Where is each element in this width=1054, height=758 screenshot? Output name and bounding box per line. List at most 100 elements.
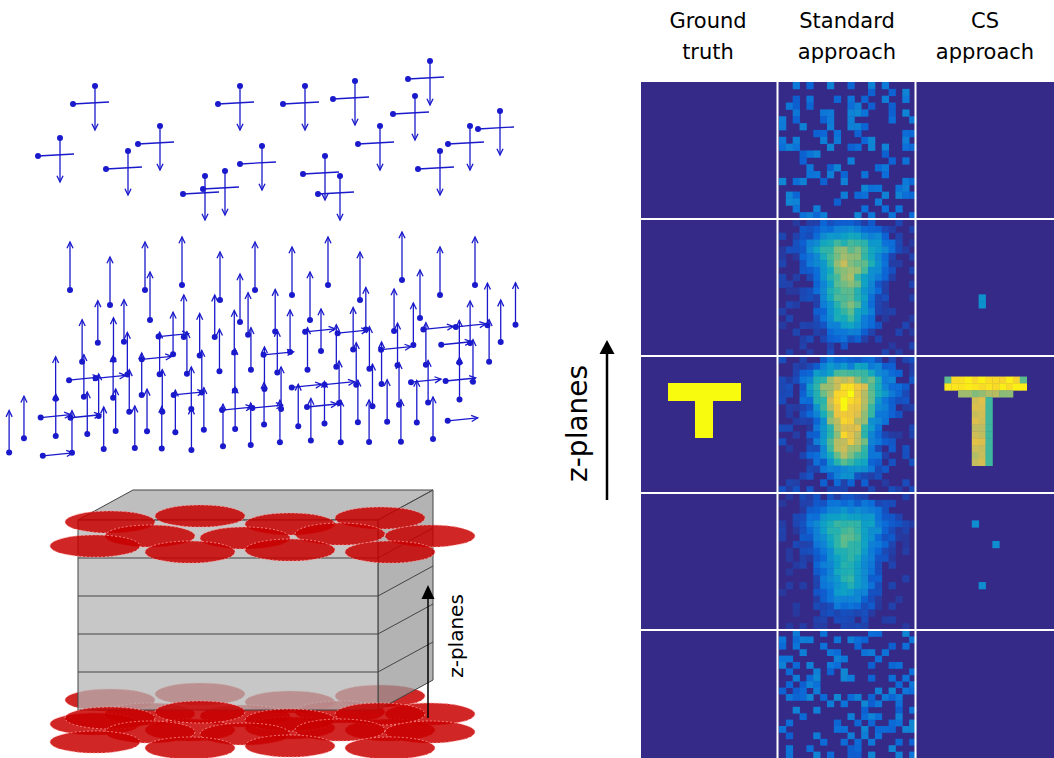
heatmap-pixel	[834, 562, 841, 569]
heatmap-pixel	[806, 96, 813, 103]
heatmap-pixel	[868, 288, 875, 295]
heatmap-pixel	[854, 288, 861, 295]
spin-arrow	[474, 237, 475, 285]
heatmap-pixel	[841, 390, 848, 397]
heatmap-pixel	[786, 301, 793, 308]
heatmap-pixel	[827, 472, 834, 479]
heatmap-pixel	[813, 383, 820, 390]
heatmap-pixel	[820, 520, 827, 527]
spin-arrow	[307, 328, 308, 370]
heatmap-pixel	[834, 226, 841, 233]
heatmap-pixel	[875, 603, 882, 610]
heatmap-pixel	[875, 260, 882, 267]
heatmap-pixel	[848, 609, 855, 616]
heatmap-pixel	[806, 675, 813, 682]
heatmap-pixel	[868, 240, 875, 247]
heatmap-pixel	[895, 707, 902, 714]
heatmap-pixel	[875, 164, 882, 171]
heatmap-pixel	[882, 377, 889, 384]
spin-arrow	[234, 310, 235, 352]
heatmap-pixel	[793, 116, 800, 123]
heatmap-pixel	[786, 445, 793, 452]
spin-arrow	[134, 406, 135, 448]
spin-dot	[215, 101, 221, 107]
heatmap-pixel	[813, 527, 820, 534]
heatmap-pixel	[820, 466, 827, 473]
heatmap-pixel	[827, 418, 834, 425]
arrow-head	[237, 274, 243, 280]
heatmap-pixel	[854, 315, 861, 322]
arrow-head	[142, 242, 148, 248]
heatmap-pixel	[834, 335, 841, 342]
arrow-head	[157, 164, 163, 170]
heatmap-pixel	[834, 418, 841, 425]
heatmap-pixel	[854, 356, 861, 363]
heatmap-pixel	[806, 164, 813, 171]
heatmap-pixel	[848, 240, 855, 247]
heatmap-pixel	[895, 527, 902, 534]
heatmap-pixel	[875, 726, 882, 733]
heatmap-pixel	[848, 390, 855, 397]
heatmap-pixel	[793, 246, 800, 253]
heatmap-pixel	[889, 411, 896, 418]
heatmap-pixel	[834, 548, 841, 555]
heatmap-pixel	[820, 390, 827, 397]
heatmap-pixel	[806, 233, 813, 240]
heatmap-pixel	[820, 500, 827, 507]
heatmap-pixel	[827, 246, 834, 253]
heatmap-pixel	[820, 562, 827, 569]
heatmap-pixel	[902, 356, 909, 363]
heatmap-pixel	[813, 274, 820, 281]
heatmap-pixel	[786, 668, 793, 675]
heatmap-pixel	[800, 500, 807, 507]
arrow-head	[329, 326, 336, 332]
heatmap-pixel	[875, 548, 882, 555]
heatmap-pixel	[834, 694, 841, 701]
heatmap-pixel	[868, 418, 875, 425]
heatmap-pixel	[813, 568, 820, 575]
heatmap-pixel	[854, 109, 861, 116]
heatmap-pixel	[813, 675, 820, 682]
heatmap-pixel	[841, 315, 848, 322]
heatmap-pixel	[793, 178, 800, 185]
heatmap-pixel	[841, 363, 848, 370]
heatmap-pixel	[827, 260, 834, 267]
heatmap-pixel	[834, 438, 841, 445]
heatmap-pixel	[827, 219, 834, 226]
spin-arrow	[340, 400, 341, 442]
heatmap-pixel	[965, 383, 972, 390]
heatmap-pixel	[861, 219, 868, 226]
spin-arrow	[310, 399, 311, 441]
spin-arrow	[277, 330, 278, 372]
spin-dot	[352, 78, 358, 84]
heatmap-pixel	[854, 493, 861, 500]
heatmap-pixel	[854, 507, 861, 514]
spin-arrow	[365, 287, 366, 329]
heatmap-pixel	[848, 418, 855, 425]
heatmap-pixel	[793, 688, 800, 695]
heatmap-pixel	[813, 233, 820, 240]
heatmap-pixel	[827, 390, 834, 397]
heatmap-pixel	[875, 732, 882, 739]
heatmap-pixel	[834, 253, 841, 260]
heatmap-pixel	[827, 562, 834, 569]
heatmap-pixel	[820, 301, 827, 308]
heatmap-pixel	[800, 157, 807, 164]
heatmap-pixel	[806, 472, 813, 479]
heatmap-pixel	[895, 233, 902, 240]
heatmap-pixel	[793, 541, 800, 548]
heatmap-pixel	[861, 555, 868, 562]
heatmap-pixel	[854, 192, 861, 199]
heatmap-pixel	[793, 301, 800, 308]
heatmap-pixel	[827, 507, 834, 514]
heatmap-pixel	[827, 274, 834, 281]
heatmap-pixel	[834, 130, 841, 137]
heatmap-pixel	[861, 226, 868, 233]
heatmap-pixel	[800, 649, 807, 656]
heatmap-pixel	[827, 668, 834, 675]
heatmap-pixel	[965, 390, 972, 397]
spin-dot	[300, 171, 306, 177]
spin-arrow	[298, 384, 299, 426]
heatmap-pixel	[854, 520, 861, 527]
heatmap-pixel	[827, 342, 834, 349]
